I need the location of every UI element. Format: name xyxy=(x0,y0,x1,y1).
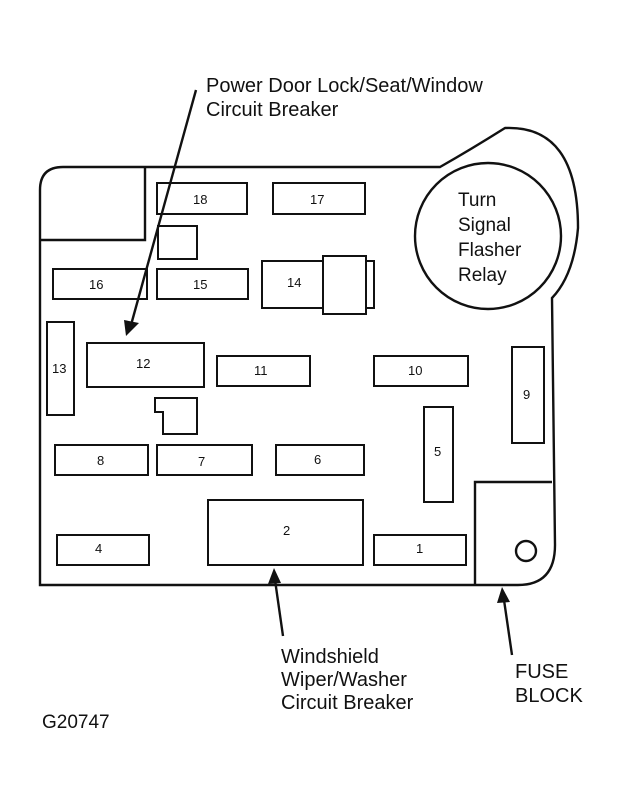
fuse-label-12: 12 xyxy=(136,356,150,371)
small-socket-lower xyxy=(154,397,198,435)
arrowhead-wiper xyxy=(268,568,281,584)
callout-arrow-block xyxy=(502,599,514,656)
fuse-label-17: 17 xyxy=(310,192,324,207)
callout-block-line2: BLOCK xyxy=(515,685,583,707)
fuse-label-1: 1 xyxy=(416,541,423,556)
small-socket-upper xyxy=(157,225,198,260)
fuse-5 xyxy=(423,406,454,503)
callout-wiper-line1: Windshield xyxy=(281,646,379,668)
corner-notch xyxy=(40,167,147,242)
fuse-10 xyxy=(373,355,469,387)
fuse-label-5: 5 xyxy=(434,444,441,459)
fuse-label-14: 14 xyxy=(287,275,301,290)
arrowhead-top xyxy=(124,320,139,336)
callout-wiper-line2: Wiper/Washer xyxy=(281,669,407,691)
fuse-label-11: 11 xyxy=(254,363,268,378)
fuse-13 xyxy=(46,321,75,416)
fuse-16 xyxy=(52,268,148,300)
fuse-label-18: 18 xyxy=(193,192,207,207)
fuse-label-9: 9 xyxy=(523,387,530,402)
fuse-15 xyxy=(156,268,249,300)
mounting-hole xyxy=(514,539,538,563)
fuse-4 xyxy=(56,534,150,566)
fuse-12 xyxy=(86,342,205,388)
relay-label-line1: Turn xyxy=(458,190,496,211)
fuse-17 xyxy=(272,182,366,215)
fuse-9 xyxy=(511,346,545,444)
fuse-11 xyxy=(216,355,311,387)
arrowhead-block xyxy=(497,587,510,603)
fuse-block-outline xyxy=(38,126,580,587)
fuse-18 xyxy=(156,182,248,215)
callout-top-line1: Power Door Lock/Seat/Window xyxy=(206,75,483,97)
fuse-block-corner-panel xyxy=(473,480,552,585)
callout-arrow-wiper xyxy=(273,579,285,637)
fuse-6 xyxy=(275,444,365,476)
fuse-label-15: 15 xyxy=(193,277,207,292)
fuse-label-13: 13 xyxy=(52,361,66,376)
relay-socket-14 xyxy=(322,255,367,315)
fuse-2 xyxy=(207,499,364,566)
fuse-label-2: 2 xyxy=(283,523,290,538)
fuse-label-8: 8 xyxy=(97,453,104,468)
fuse-8 xyxy=(54,444,149,476)
relay-label-line2: Signal xyxy=(458,215,511,236)
fuse-1 xyxy=(373,534,467,566)
figure-id: G20747 xyxy=(42,712,110,733)
fuse-label-6: 6 xyxy=(314,452,321,467)
callout-wiper-line3: Circuit Breaker xyxy=(281,692,414,714)
relay-label-line3: Flasher xyxy=(458,240,522,261)
relay-label-line4: Relay xyxy=(458,265,507,286)
fuse-label-10: 10 xyxy=(408,363,422,378)
fuse-label-16: 16 xyxy=(89,277,103,292)
fuse-label-4: 4 xyxy=(95,541,102,556)
flasher-relay xyxy=(413,161,563,311)
callout-arrow-top xyxy=(129,89,198,326)
callout-block-line1: FUSE xyxy=(515,661,568,683)
fuse-7 xyxy=(156,444,253,476)
fuse-label-7: 7 xyxy=(198,454,205,469)
callout-top-line2: Circuit Breaker xyxy=(206,99,339,121)
